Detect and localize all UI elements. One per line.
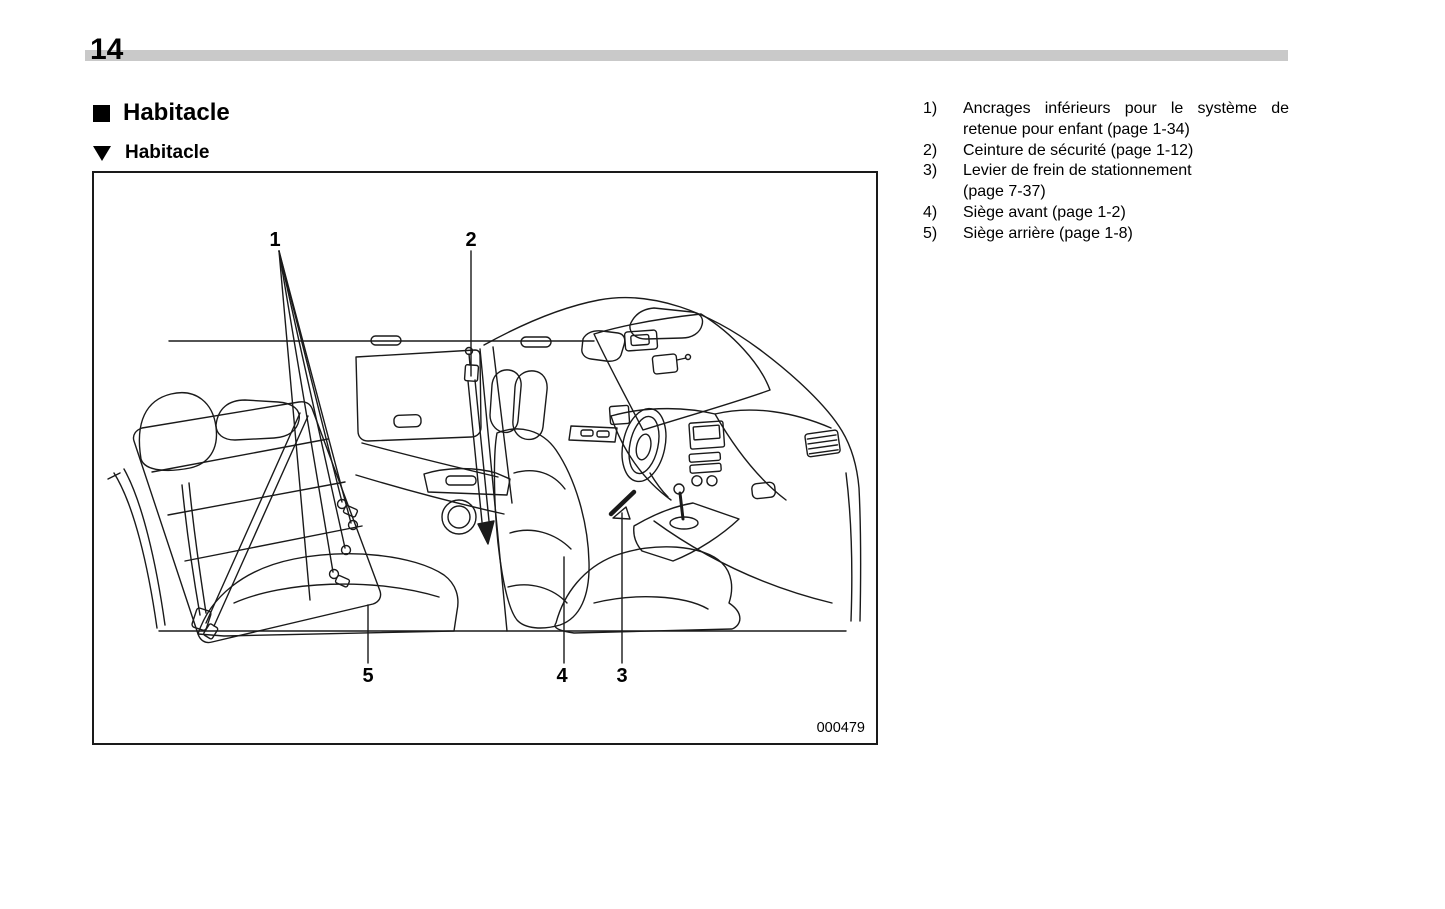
legend-line: Ceinture de sécurité (page 1-12) bbox=[963, 141, 1194, 159]
legend-item-text: Siège avant (page 1-2) bbox=[963, 203, 1289, 224]
legend-item: 1) Ancrages inférieurs pour le système de… bbox=[923, 99, 1289, 141]
legend-item-number: 5) bbox=[923, 224, 938, 242]
windshield bbox=[581, 307, 771, 431]
callout-1: 1 bbox=[269, 229, 280, 251]
callout-3: 3 bbox=[616, 665, 627, 687]
legend-line: (page 7-37) bbox=[963, 183, 1046, 201]
section-marker-icon bbox=[93, 104, 110, 122]
legend-item: 4) Siège avant (page 1-2) bbox=[923, 203, 1289, 224]
legend-item: 5) Siège arrière (page 1-8) bbox=[923, 224, 1289, 245]
steering-wheel bbox=[621, 407, 667, 483]
header-rule bbox=[85, 50, 1288, 61]
legend-line: Levier de frein de stationnement bbox=[963, 162, 1192, 180]
page-number: 14 bbox=[90, 33, 124, 66]
front-seat bbox=[489, 369, 741, 634]
callout-leaders bbox=[367, 250, 623, 664]
glovebox-handle bbox=[751, 481, 776, 500]
figure-code: 000479 bbox=[817, 720, 865, 736]
triangle-marker-icon bbox=[93, 145, 111, 161]
rear-left-seat-belt bbox=[181, 482, 219, 640]
legend-item: 3) Levier de frein de stationnement (page … bbox=[923, 161, 1289, 203]
center-console bbox=[633, 483, 740, 562]
rear-seat bbox=[132, 392, 459, 644]
center-stack bbox=[688, 420, 726, 487]
rearview-mirror bbox=[651, 353, 679, 375]
legend-line: Siège avant (page 1-2) bbox=[963, 203, 1126, 221]
cabin-diagram: 1 2 3 4 5 000479 bbox=[107, 229, 865, 736]
callout-2: 2 bbox=[465, 229, 476, 251]
legend-item-number: 2) bbox=[923, 141, 938, 159]
callout-5: 5 bbox=[362, 665, 373, 687]
subsection-heading-label: Habitacle bbox=[125, 142, 210, 163]
legend-line: Siège arrière (page 1-8) bbox=[963, 224, 1133, 242]
legend-item-text: Ceinture de sécurité (page 1-12) bbox=[963, 141, 1289, 162]
dashboard bbox=[568, 404, 841, 604]
cabin-figure: 1 2 3 4 5 000479 bbox=[92, 171, 878, 745]
legend-item-text: Ancrages inférieurs pour le système de re… bbox=[963, 99, 1289, 141]
legend-item-number: 3) bbox=[923, 162, 938, 180]
legend-item-number: 4) bbox=[923, 203, 938, 221]
legend-item-number: 1) bbox=[923, 100, 938, 117]
section-heading: Habitacle bbox=[93, 99, 230, 126]
seat-belt bbox=[463, 346, 495, 545]
legend-line: Ancrages inférieurs pour le système de bbox=[963, 100, 1289, 117]
steering-column bbox=[649, 472, 669, 498]
hatch-edge bbox=[107, 468, 166, 629]
legend-item-text: Siège arrière (page 1-8) bbox=[963, 224, 1289, 245]
callout-4: 4 bbox=[556, 665, 568, 687]
b-pillar bbox=[479, 346, 513, 632]
section-heading-label: Habitacle bbox=[123, 99, 230, 126]
dash-vents bbox=[804, 429, 841, 458]
subsection-heading: Habitacle bbox=[93, 142, 210, 164]
legend-line: retenue pour enfant (page 1-34) bbox=[963, 120, 1190, 138]
side-mirror bbox=[608, 404, 631, 426]
rear-door bbox=[355, 335, 552, 535]
legend-item-text: Levier de frein de stationnement (page 7-… bbox=[963, 161, 1289, 203]
roof-and-right-body bbox=[483, 296, 862, 622]
legend-item: 2) Ceinture de sécurité (page 1-12) bbox=[923, 141, 1289, 162]
callout-1-leaders bbox=[278, 250, 352, 601]
legend-list: 1) Ancrages inférieurs pour le système de… bbox=[923, 99, 1289, 245]
